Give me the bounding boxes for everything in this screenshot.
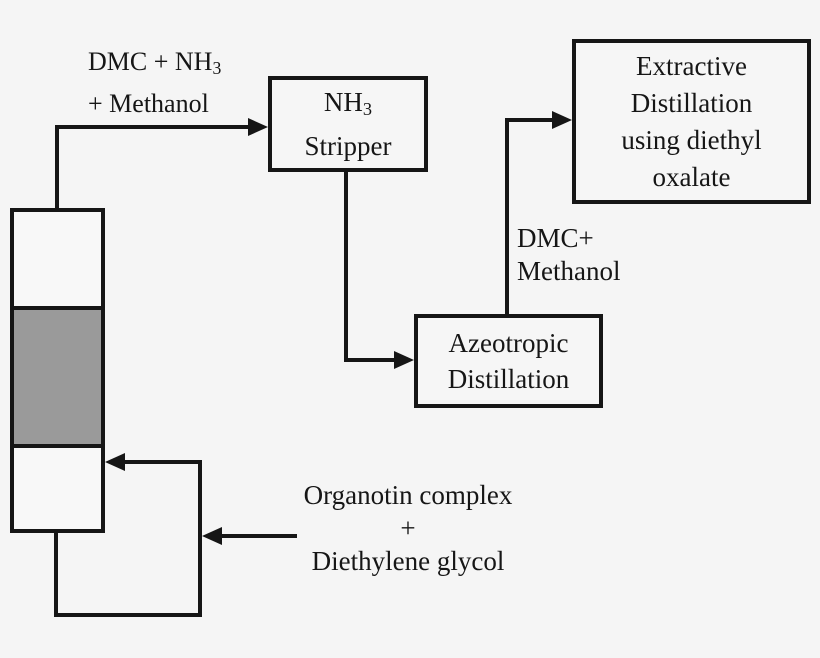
azeotropic-distillation-box: Azeotropic Distillation (414, 314, 603, 408)
azeotropic-label-line2: Distillation (447, 364, 570, 394)
extractive-label-line4: oxalate (652, 161, 731, 192)
organotin-label-line2: + (400, 513, 416, 543)
arrow-head-left-icon (202, 527, 222, 545)
arrow-head-right-icon (248, 118, 268, 136)
stream-label-dmc-nh3-methanol: DMC + NH3 + Methanol (88, 44, 221, 122)
stream-label-dmc-methanol: DMC+ Methanol (517, 222, 620, 288)
nh3-stripper-label-subscript: 3 (362, 99, 373, 120)
organotin-label-line1: Organotin complex (303, 480, 513, 510)
stream-line-column-top-riser (55, 125, 59, 212)
dmc-nh3-label-line1: DMC + NH3 (88, 44, 221, 86)
arrow-head-right-icon (552, 111, 572, 129)
stream-line-azeotropic-up (505, 118, 509, 316)
organotin-label-line3: Diethylene glycol (311, 546, 505, 576)
azeotropic-label-line1: Azeotropic (448, 328, 569, 358)
nh3-stripper-label-line2: Stripper (304, 130, 392, 161)
stream-line-to-extractive (505, 118, 552, 122)
dmc-nh3-label-main: DMC + NH (88, 47, 213, 76)
nh3-stripper-box: NH3 Stripper (268, 76, 428, 172)
reactor-column-packed-section (14, 306, 101, 448)
recycle-line-bottom (54, 613, 202, 617)
stream-line-stripper-down (344, 168, 348, 362)
stream-line-to-azeotropic (344, 358, 394, 362)
extractive-label-line1: Extractive (636, 50, 747, 81)
dmc-nh3-label-subscript: 3 (212, 57, 222, 78)
dmc-nh3-label-line2: + Methanol (88, 88, 209, 118)
nh3-stripper-label-line1: NH3 (324, 84, 372, 127)
stream-line-to-nh3-stripper (55, 125, 248, 129)
arrow-head-left-icon (105, 453, 125, 471)
extractive-distillation-box: Extractive Distillation using diethyl ox… (572, 39, 811, 204)
dmc-methanol-label-line1: DMC+ (517, 223, 594, 253)
recycle-line-right-riser (198, 460, 202, 617)
feed-label-organotin: Organotin complex + Diethylene glycol (283, 479, 533, 578)
recycle-line-column-bottom (54, 529, 58, 617)
nh3-stripper-label-main: NH (323, 87, 363, 118)
feed-line-organotin (222, 534, 297, 538)
extractive-label-line3: using diethyl (621, 124, 762, 155)
recycle-line-into-column (125, 460, 202, 464)
dmc-methanol-label-line2: Methanol (517, 256, 621, 286)
arrow-head-right-icon (394, 351, 414, 369)
extractive-label-line2: Distillation (630, 87, 753, 118)
